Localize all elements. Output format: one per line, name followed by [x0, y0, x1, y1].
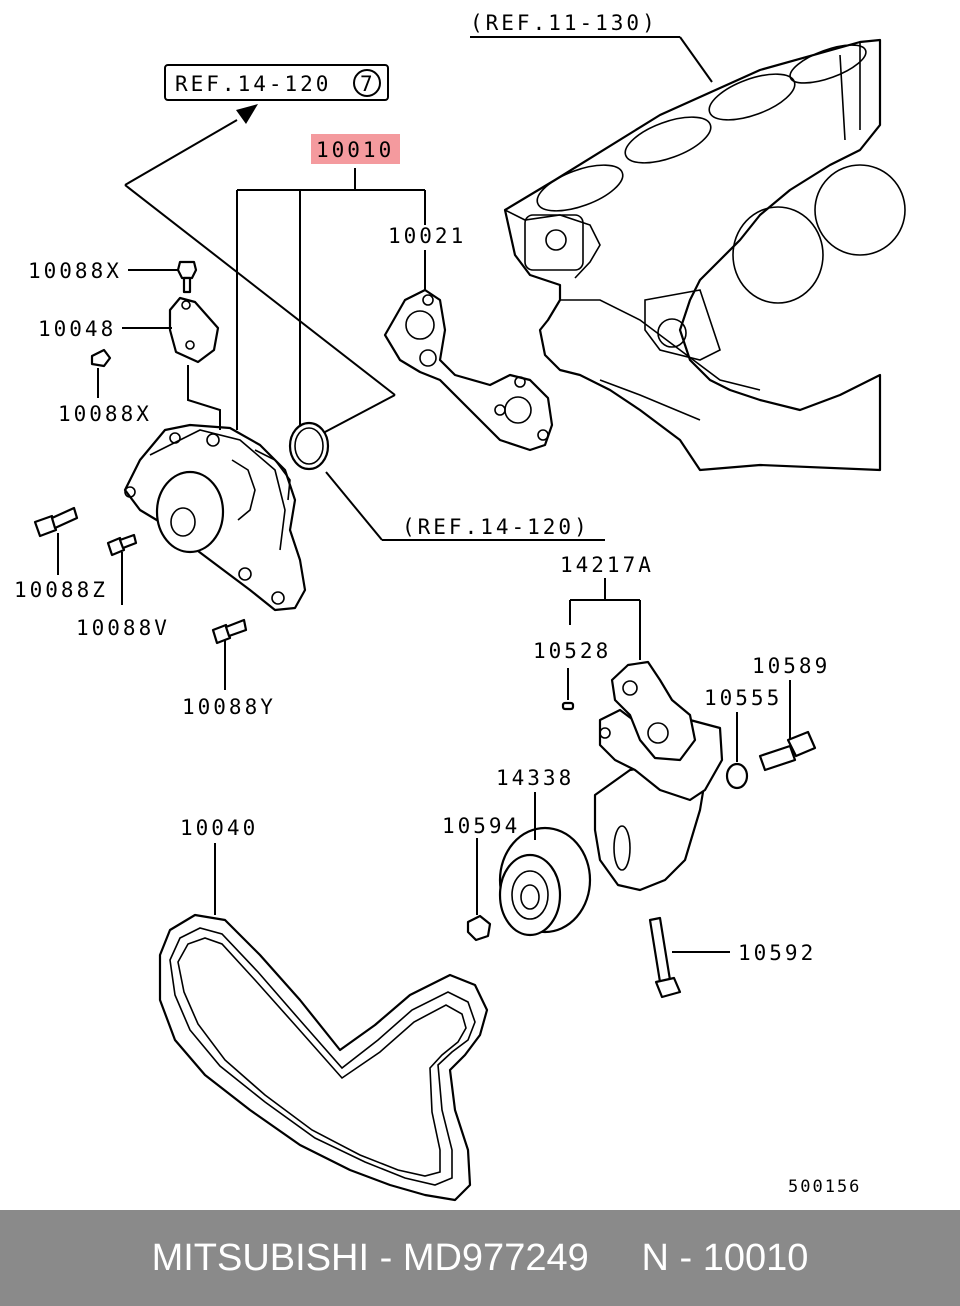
part-10594-label: 10594	[442, 814, 520, 838]
gasket-10021	[383, 288, 554, 452]
bolt-10592	[648, 916, 682, 999]
part-14338-label: 14338	[496, 766, 574, 790]
footer-bar: MITSUBISHI - MD977249 N - 10010	[0, 1210, 960, 1306]
part-10010-highlight	[311, 134, 400, 164]
part-10010-label: 10010	[316, 138, 394, 162]
part-10021-label: 10021	[388, 224, 466, 248]
part-10088v-label: 10088V	[76, 616, 170, 640]
part-10555-label: 10555	[704, 686, 782, 710]
ref-14-120-lower-label: (REF.14-120)	[402, 515, 590, 539]
bolt-10088v	[106, 533, 138, 557]
v-belt-10040	[158, 913, 489, 1202]
part-10592-label: 10592	[738, 941, 816, 965]
part-10088x-bottom-label: 10088X	[58, 402, 152, 426]
ref-11-130-label: (REF.11-130)	[470, 11, 658, 35]
bolt-10088x-bottom	[90, 348, 112, 368]
bolt-10589	[758, 730, 817, 772]
ref-14-120-label: REF.14-120	[175, 72, 331, 96]
part-10088z-label: 10088Z	[14, 578, 108, 602]
o-ring	[288, 421, 330, 471]
tensioner-bracket	[593, 660, 724, 892]
footer-part-info: MITSUBISHI - MD977249 N - 10010	[151, 1236, 809, 1279]
part-10589-label: 10589	[752, 654, 830, 678]
washer-10555	[725, 762, 749, 790]
pin-10528	[561, 701, 575, 711]
part-10040-label: 10040	[180, 816, 258, 840]
part-10088x-top-label: 10088X	[28, 259, 122, 283]
part-10048-label: 10048	[38, 317, 116, 341]
nut-10594	[466, 914, 492, 942]
ref-14-120-box	[164, 64, 389, 101]
bolt-10088x-top	[176, 260, 198, 294]
bolt-10088y	[211, 618, 248, 645]
bracket-10048	[168, 296, 220, 364]
diagram-canvas: (REF.11-130) REF.14-120 7 10010 10021 10…	[14, 11, 906, 1202]
part-14217a-label: 14217A	[560, 553, 654, 577]
idler-pulley	[498, 826, 592, 937]
parts-diagram: (REF.11-130) REF.14-120 7 10010 10021 10…	[14, 11, 906, 1202]
ref-14-120-number: 7	[360, 72, 376, 96]
engine-block	[503, 38, 906, 472]
part-10088y-label: 10088Y	[182, 695, 276, 719]
part-10528-label: 10528	[533, 639, 611, 663]
bolt-10088z	[33, 506, 79, 538]
diagram-id-label: 500156	[788, 1177, 861, 1197]
leader-lines	[57, 36, 791, 953]
ref-14-120-circle	[353, 69, 381, 97]
water-pump	[123, 423, 307, 612]
